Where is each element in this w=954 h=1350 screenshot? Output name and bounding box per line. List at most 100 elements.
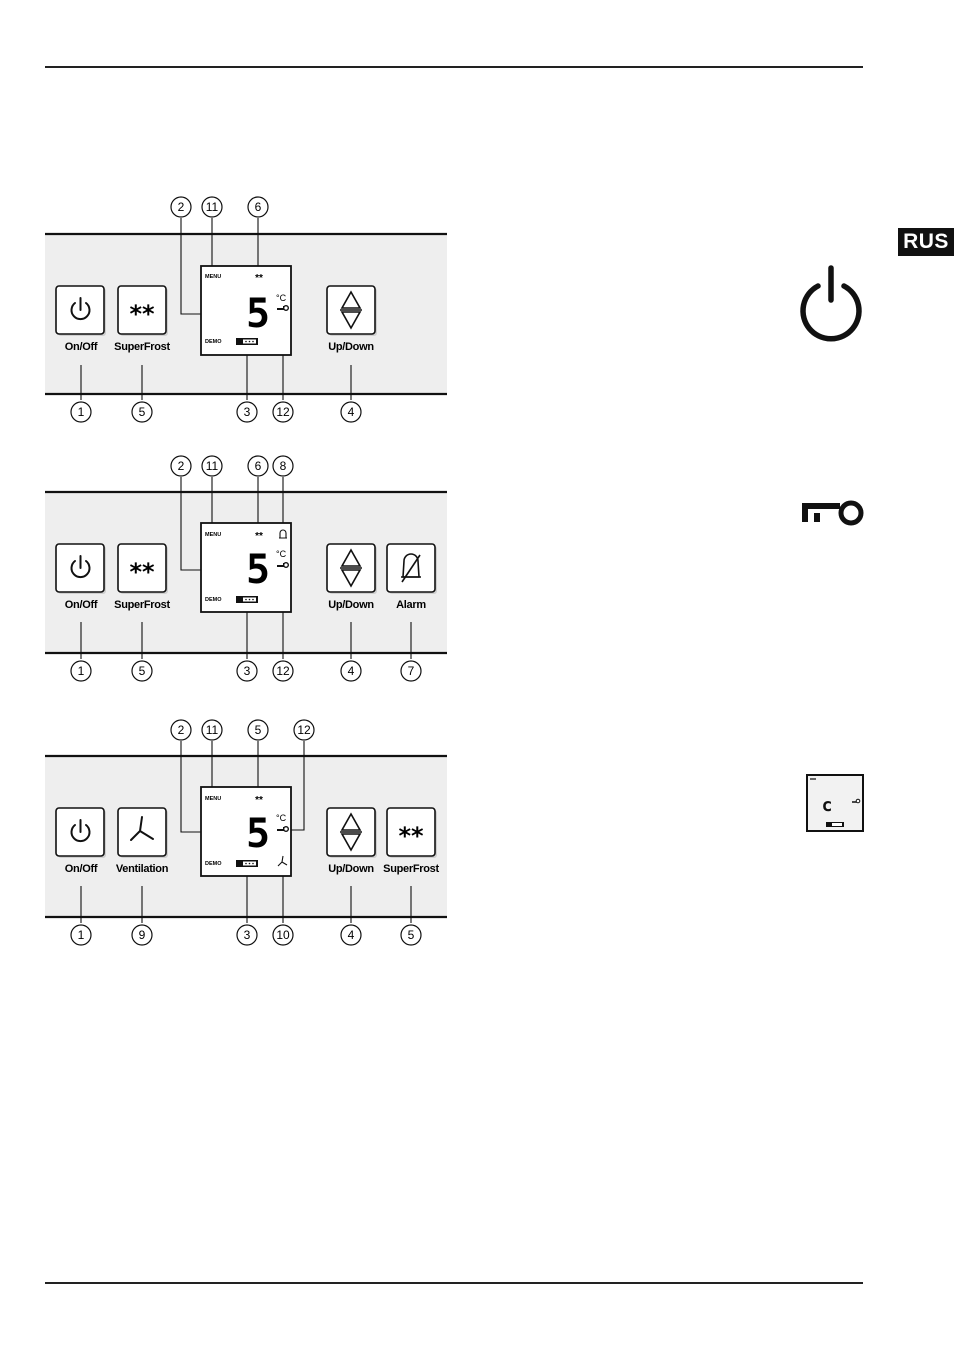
svg-text:11: 11 — [206, 200, 219, 214]
on-off-button[interactable] — [56, 808, 106, 858]
control-panel-figure-2: On/Off ** SuperFrost MENU ** 5 °C DEMO — [0, 449, 460, 689]
on-off-label: On/Off — [65, 341, 98, 353]
demo-indicator: DEMO — [205, 597, 222, 603]
demo-indicator: DEMO — [205, 339, 222, 345]
superfrost-button[interactable]: ** — [387, 808, 437, 858]
menu-indicator: MENU — [205, 532, 221, 538]
svg-text:4: 4 — [348, 928, 355, 942]
on-off-button[interactable] — [56, 544, 106, 594]
svg-text:6: 6 — [255, 459, 262, 473]
temperature-digit: 5 — [246, 547, 270, 593]
ventilation-label: Ventilation — [116, 863, 169, 875]
snowflake-stars-icon: ** — [129, 300, 155, 328]
temperature-bar-icon — [236, 338, 258, 345]
control-panel-figure-3: On/Off Ventilation MENU ** 5 °C DEMO — [0, 713, 460, 953]
superfrost-indicator: ** — [255, 531, 263, 542]
svg-text:4: 4 — [348, 664, 355, 678]
callout: 5 — [132, 661, 152, 681]
callout: 9 — [132, 925, 152, 945]
callout: 2 — [171, 456, 191, 476]
svg-text:11: 11 — [206, 459, 219, 473]
display: MENU ** 5 °C DEMO — [201, 787, 291, 876]
temperature-bar-icon — [236, 860, 258, 867]
svg-text:10: 10 — [276, 928, 290, 942]
svg-text:5: 5 — [139, 405, 146, 419]
key-lock-icon — [800, 496, 870, 532]
control-panel-figure-1: On/Off ** SuperFrost MENU ** 5 °C DEMO — [0, 190, 460, 430]
callout: 5 — [401, 925, 421, 945]
callout: 3 — [237, 661, 257, 681]
callout: 11 — [202, 197, 222, 217]
superfrost-label: SuperFrost — [114, 599, 170, 611]
svg-text:1: 1 — [78, 928, 85, 942]
superfrost-button[interactable]: ** — [118, 544, 168, 594]
superfrost-label: SuperFrost — [114, 341, 170, 353]
svg-text:3: 3 — [244, 928, 251, 942]
superfrost-button[interactable]: ** — [118, 286, 168, 336]
callout: 12 — [294, 720, 314, 740]
callout: 4 — [341, 925, 361, 945]
menu-indicator: MENU — [205, 796, 221, 802]
callout: 11 — [202, 720, 222, 740]
on-off-label: On/Off — [65, 863, 98, 875]
svg-text:9: 9 — [139, 928, 146, 942]
bottom-rule — [45, 1282, 863, 1284]
callout: 5 — [248, 720, 268, 740]
temperature-digit: 5 — [246, 811, 270, 857]
callout: 11 — [202, 456, 222, 476]
display: MENU ** 5 °C DEMO — [201, 523, 291, 612]
language-tab: RUS — [898, 228, 954, 256]
svg-text:12: 12 — [297, 723, 311, 737]
callout: 3 — [237, 402, 257, 422]
svg-text:7: 7 — [408, 664, 415, 678]
callout: 5 — [132, 402, 152, 422]
snowflake-stars-icon: ** — [129, 558, 155, 586]
on-off-button[interactable] — [56, 286, 106, 336]
up-down-label: Up/Down — [328, 599, 374, 611]
alarm-label: Alarm — [396, 599, 426, 611]
celsius-unit: °C — [276, 549, 287, 559]
callout: 1 — [71, 925, 91, 945]
callout: 3 — [237, 925, 257, 945]
demo-indicator: DEMO — [205, 861, 222, 867]
callout: 12 — [273, 402, 293, 422]
callout: 2 — [171, 197, 191, 217]
on-off-label: On/Off — [65, 599, 98, 611]
up-down-label: Up/Down — [328, 341, 374, 353]
callout: 8 — [273, 456, 293, 476]
temperature-bar-icon — [236, 596, 258, 603]
svg-text:6: 6 — [255, 200, 262, 214]
superfrost-indicator: ** — [255, 273, 263, 284]
svg-text:1: 1 — [78, 405, 85, 419]
up-down-label: Up/Down — [328, 863, 374, 875]
callout: 12 — [273, 661, 293, 681]
menu-indicator: MENU — [205, 274, 221, 280]
svg-text:11: 11 — [206, 723, 219, 737]
svg-text:2: 2 — [178, 723, 185, 737]
superfrost-indicator: ** — [255, 795, 263, 806]
up-down-button[interactable] — [327, 808, 377, 858]
ventilation-button[interactable] — [118, 808, 168, 858]
callout: 10 — [273, 925, 293, 945]
svg-text:3: 3 — [244, 664, 251, 678]
svg-text:12: 12 — [276, 664, 290, 678]
alarm-button[interactable] — [387, 544, 437, 594]
callout: 1 — [71, 661, 91, 681]
svg-text:5: 5 — [139, 664, 146, 678]
display: MENU ** 5 °C DEMO — [201, 266, 291, 355]
snowflake-stars-icon: ** — [398, 822, 424, 850]
mini-display-char: c — [822, 795, 833, 816]
up-down-button[interactable] — [327, 286, 377, 336]
display-thumbnail-icon: c — [806, 774, 866, 834]
svg-text:5: 5 — [255, 723, 262, 737]
up-down-button[interactable] — [327, 544, 377, 594]
celsius-unit: °C — [276, 293, 287, 303]
callout: 4 — [341, 661, 361, 681]
svg-text:2: 2 — [178, 200, 185, 214]
superfrost-label: SuperFrost — [383, 863, 439, 875]
svg-text:3: 3 — [244, 405, 251, 419]
svg-text:4: 4 — [348, 405, 355, 419]
svg-text:1: 1 — [78, 664, 85, 678]
callout: 6 — [248, 456, 268, 476]
callout: 4 — [341, 402, 361, 422]
